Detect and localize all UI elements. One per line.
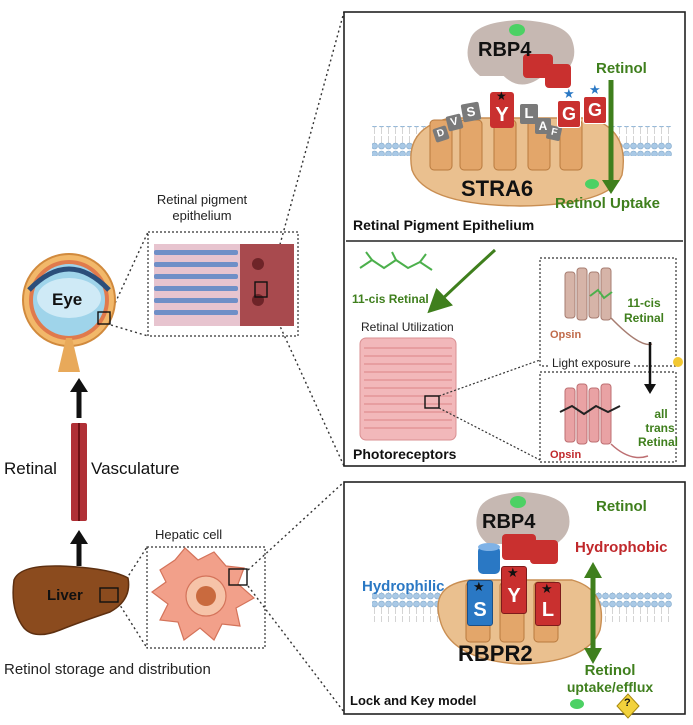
residue-l: L	[520, 104, 538, 124]
rpe-cells-illustration	[154, 244, 294, 326]
retinol-molecule-bottom	[570, 699, 584, 709]
retinol-uptake-label: Retinol Uptake	[555, 195, 661, 212]
top-panel-frame	[343, 11, 686, 467]
hepatic-cell-illustration	[150, 547, 256, 641]
photoreceptor-rod	[359, 337, 457, 441]
residue-g2: G	[583, 96, 607, 124]
retinol-molecule	[585, 179, 599, 189]
eye-label: Eye	[52, 290, 83, 309]
residue-s-bottom: S	[467, 580, 493, 626]
star-icon-s: ★	[473, 579, 485, 594]
retinol-label: Retinol	[596, 60, 647, 77]
liver-label: Liver	[47, 587, 83, 604]
up-arrow-to-vessel	[70, 530, 88, 566]
star-icon-g1: ★	[563, 86, 575, 101]
retinol-uptake-arrowhead	[602, 180, 620, 194]
all-trans-line2: trans	[645, 421, 675, 435]
retinal-label: Retinal	[4, 459, 57, 478]
residue-g1: G	[557, 100, 581, 128]
retinol-uptake-label-line2: uptake/efflux	[566, 679, 654, 695]
blood-vessel-icon	[71, 423, 87, 521]
opsin-zoom-box-bottom	[539, 371, 677, 463]
star-icon-l: ★	[541, 581, 553, 596]
lock-and-key-title: Lock and Key model	[350, 693, 477, 708]
rpe-label: Retinal pigment epithelium	[156, 192, 248, 223]
residue-s: S	[460, 101, 482, 123]
bottom-panel-frame	[343, 481, 686, 715]
uptake-arrowhead-up	[584, 562, 602, 578]
vasculature-label: Vasculature	[91, 459, 180, 478]
hepatic-cell-label: Hepatic cell	[155, 527, 223, 542]
opsin-label-2: Opsin	[550, 449, 582, 461]
rbp4-protein-bottom	[476, 492, 570, 574]
cis-retinal-molecule	[359, 251, 433, 271]
hydrophobic-label: Hydrophobic	[575, 539, 668, 556]
opsin-label: Opsin	[550, 329, 582, 341]
light-arrowhead	[644, 384, 656, 394]
stra6-label: STRA6	[461, 176, 534, 201]
photoreceptors-label: Photoreceptors	[353, 446, 457, 462]
opsin-cis-illustration	[564, 267, 653, 346]
cis-retinal-label: 11-cis Retinal	[352, 292, 429, 306]
hydrophilic-label: Hydrophilic	[362, 578, 445, 595]
residue-l-bottom: L	[535, 582, 561, 626]
residue-y: Y	[490, 92, 514, 128]
uptake-arrowhead-down	[584, 648, 602, 664]
rbp4-label: RBP4	[478, 39, 532, 61]
connector-lines	[110, 11, 345, 713]
retinol-uptake-label-line1: Retinol	[584, 662, 636, 679]
question-badge	[616, 693, 640, 719]
rpe-zoom-box	[147, 231, 299, 337]
storage-distribution-label: Retinol storage and distribution	[4, 661, 211, 678]
rbpr2-label: RBPR2	[458, 641, 533, 666]
cis-retinal-arrow	[427, 248, 497, 314]
question-mark: ?	[624, 697, 631, 709]
retinol-label-bottom: Retinol	[596, 498, 647, 515]
star-icon-g2: ★	[589, 82, 601, 97]
all-trans-line3: Retinal	[637, 435, 678, 449]
star-icon-y-bottom: ★	[507, 565, 519, 580]
rbp4-protein	[467, 20, 575, 88]
retinal-utilization-label: Retinal Utilization	[361, 320, 454, 334]
rbp4-label-bottom: RBP4	[482, 511, 536, 533]
star-icon-y: ★	[496, 89, 507, 103]
rpe-panel-title: Retinal Pigment Epithelium	[353, 217, 535, 233]
opsin-cis-retinal-label: 11-cis Retinal	[623, 296, 664, 325]
hepatic-zoom-box	[146, 546, 266, 649]
light-exposure-label: Light exposure	[550, 356, 633, 370]
opsin-trans-illustration	[559, 383, 649, 459]
up-arrow-to-eye	[70, 378, 88, 418]
all-trans-line1: all	[654, 407, 668, 421]
residue-y-bottom: Y	[501, 566, 527, 614]
eye-illustration	[22, 253, 116, 372]
photoreceptor-zoom-lines	[438, 359, 541, 461]
liver-illustration	[12, 565, 130, 636]
light-bulb-icon	[673, 357, 683, 367]
